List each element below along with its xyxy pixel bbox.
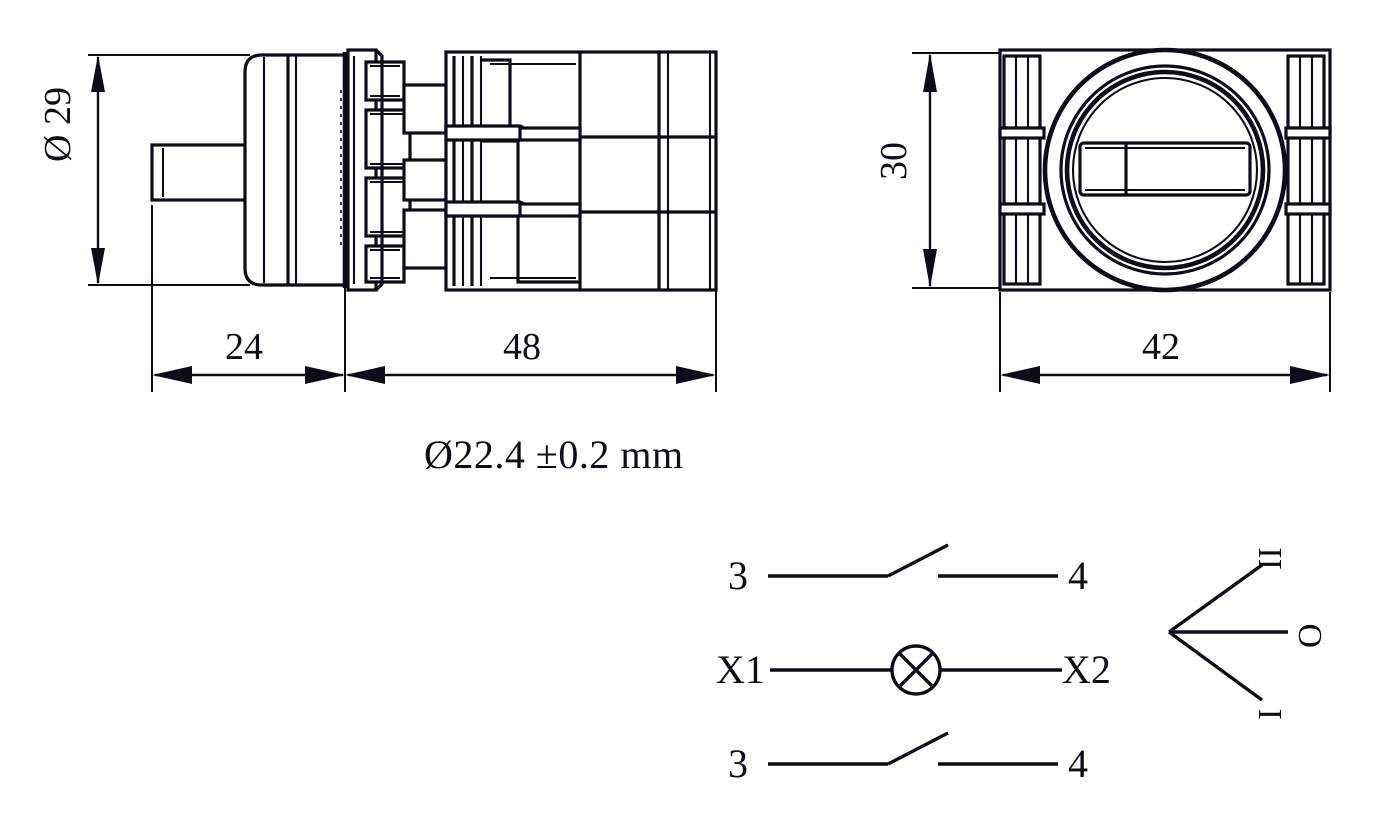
contact-top-symbol	[768, 543, 1058, 578]
terminal-label-bottom-right: 4	[1068, 741, 1088, 786]
terminal-label-lamp-right: X2	[1062, 647, 1111, 692]
dim-label-length-24: 24	[225, 326, 263, 368]
terminal-label-bottom-left: 3	[728, 741, 748, 786]
right-rib-stack	[1284, 54, 1332, 286]
selector-position-symbol	[1167, 563, 1288, 702]
actuator-stem	[150, 143, 250, 202]
dim-label-width-42: 42	[1142, 326, 1180, 368]
knob-body	[243, 53, 347, 287]
selector-label-position-one: I	[1248, 678, 1308, 738]
selector-text-position-one: I	[1252, 708, 1289, 720]
selector-text-position-two: II	[1252, 547, 1289, 570]
terminal-label-top-left: 3	[728, 553, 748, 598]
side-view-geometry	[150, 48, 718, 292]
wiring-symbols	[768, 543, 1062, 766]
dim-label-diameter-29: Ø 29	[36, 87, 156, 232]
dim-text-height-30: 30	[873, 142, 915, 180]
dim-label-length-48: 48	[503, 326, 541, 368]
selector-label-position-zero: O	[1288, 606, 1348, 666]
lamp-symbol	[770, 644, 1062, 696]
mounting-collar	[346, 48, 412, 292]
front-view-dimensions	[912, 52, 1331, 392]
contact-block-bridges	[402, 83, 448, 270]
selector-label-position-two: II	[1248, 528, 1308, 588]
front-view-geometry	[998, 47, 1332, 293]
terminal-label-lamp-left: X1	[716, 647, 765, 692]
bezel-rings	[1042, 47, 1288, 293]
side-view-dimensions	[88, 54, 717, 392]
contact-bottom-symbol	[768, 731, 1058, 766]
selector-text-position-zero: O	[1292, 623, 1329, 648]
dim-label-height-30: 30	[872, 140, 972, 240]
terminal-label-top-right: 4	[1068, 553, 1088, 598]
knob-lever-front	[1078, 141, 1252, 197]
contact-block-housing	[444, 50, 718, 292]
note-mounting-hole: Ø22.4 ±0.2 mm	[424, 432, 684, 477]
left-rib-stack	[998, 54, 1046, 286]
dim-text-diameter-29: Ø 29	[37, 87, 79, 162]
